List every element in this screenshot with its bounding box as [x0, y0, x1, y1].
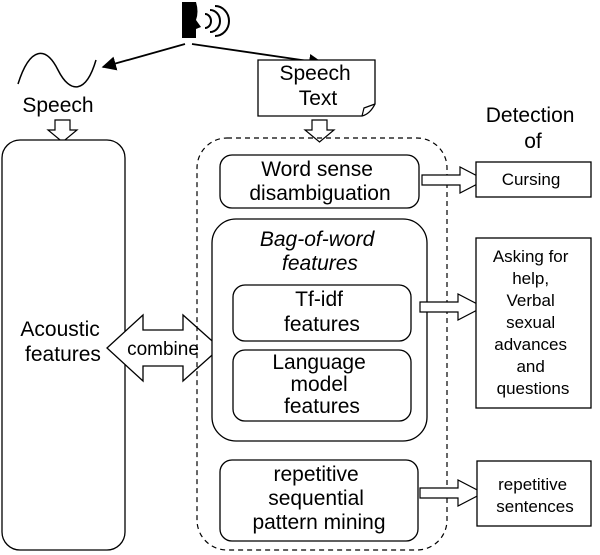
language-model-box [232, 349, 412, 422]
cursing-box [475, 161, 592, 198]
speaker-to-speech-arrow [101, 43, 186, 71]
arrow-to-asking-help [419, 293, 485, 321]
down-arrow-speech [46, 119, 79, 143]
word-sense-box [219, 154, 420, 209]
down-arrow-text [303, 119, 336, 143]
speech-label: Speech [22, 94, 93, 117]
asking-help-label: Asking for help, Verbal sexual advances … [493, 247, 573, 398]
tfidf-box [232, 284, 412, 342]
repetitive-sentences-label: repetitive sentences [496, 475, 574, 516]
speaking-head-icon [182, 2, 230, 38]
language-model-label: Language model features [272, 351, 371, 418]
repetitive-mining-box [219, 459, 419, 542]
speech-text-label: Speech Text [279, 62, 356, 110]
combine-label: combine [127, 339, 199, 360]
asking-help-box [475, 237, 592, 409]
tfidf-label: Tf-idf features [284, 288, 360, 336]
sine-wave-icon [17, 52, 97, 88]
acoustic-features-label: Acoustic features [20, 318, 105, 366]
repetitive-mining-label: repetitive sequential pattern mining [252, 463, 385, 534]
arrow-to-cursing [421, 166, 487, 194]
text-features-container [196, 137, 448, 551]
bag-of-word-label: Bag-of-word features [260, 228, 380, 275]
cursing-label: Cursing [502, 170, 561, 189]
word-sense-label: Word sense disambiguation [249, 158, 390, 205]
arrow-to-repetitive-sentences [419, 479, 485, 507]
repetitive-sentences-box [476, 460, 592, 527]
detection-of-title: Detection of [486, 104, 581, 153]
